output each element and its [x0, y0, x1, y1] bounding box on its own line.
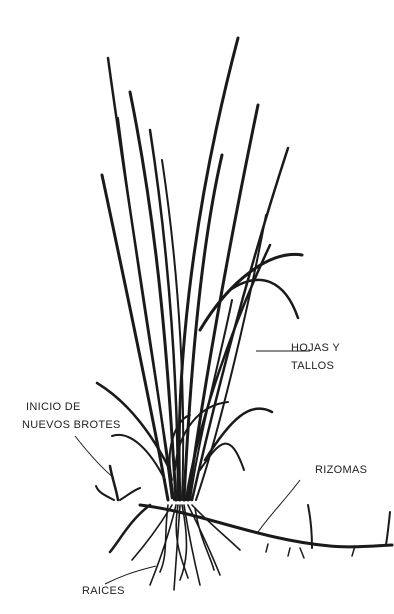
- label-hojas-y-tallos-line1: HOJAS Y: [291, 341, 340, 356]
- label-rizomas: RIZOMAS: [315, 463, 367, 478]
- raices-leader: [105, 566, 156, 584]
- roots: [132, 505, 240, 590]
- label-inicio-nuevos-brotes-line1: INICIO DE: [26, 400, 81, 415]
- label-inicio-nuevos-brotes-line2: NUEVOS BROTES: [22, 418, 121, 433]
- label-raices: RAICES: [82, 584, 125, 599]
- leaf-blades: [97, 38, 302, 500]
- inicio-leader: [75, 436, 114, 478]
- new-shoot: [96, 466, 140, 500]
- label-hojas-y-tallos-line2: TALLOS: [291, 359, 334, 374]
- rizomas-leader: [258, 480, 300, 532]
- rhizome: [110, 505, 392, 558]
